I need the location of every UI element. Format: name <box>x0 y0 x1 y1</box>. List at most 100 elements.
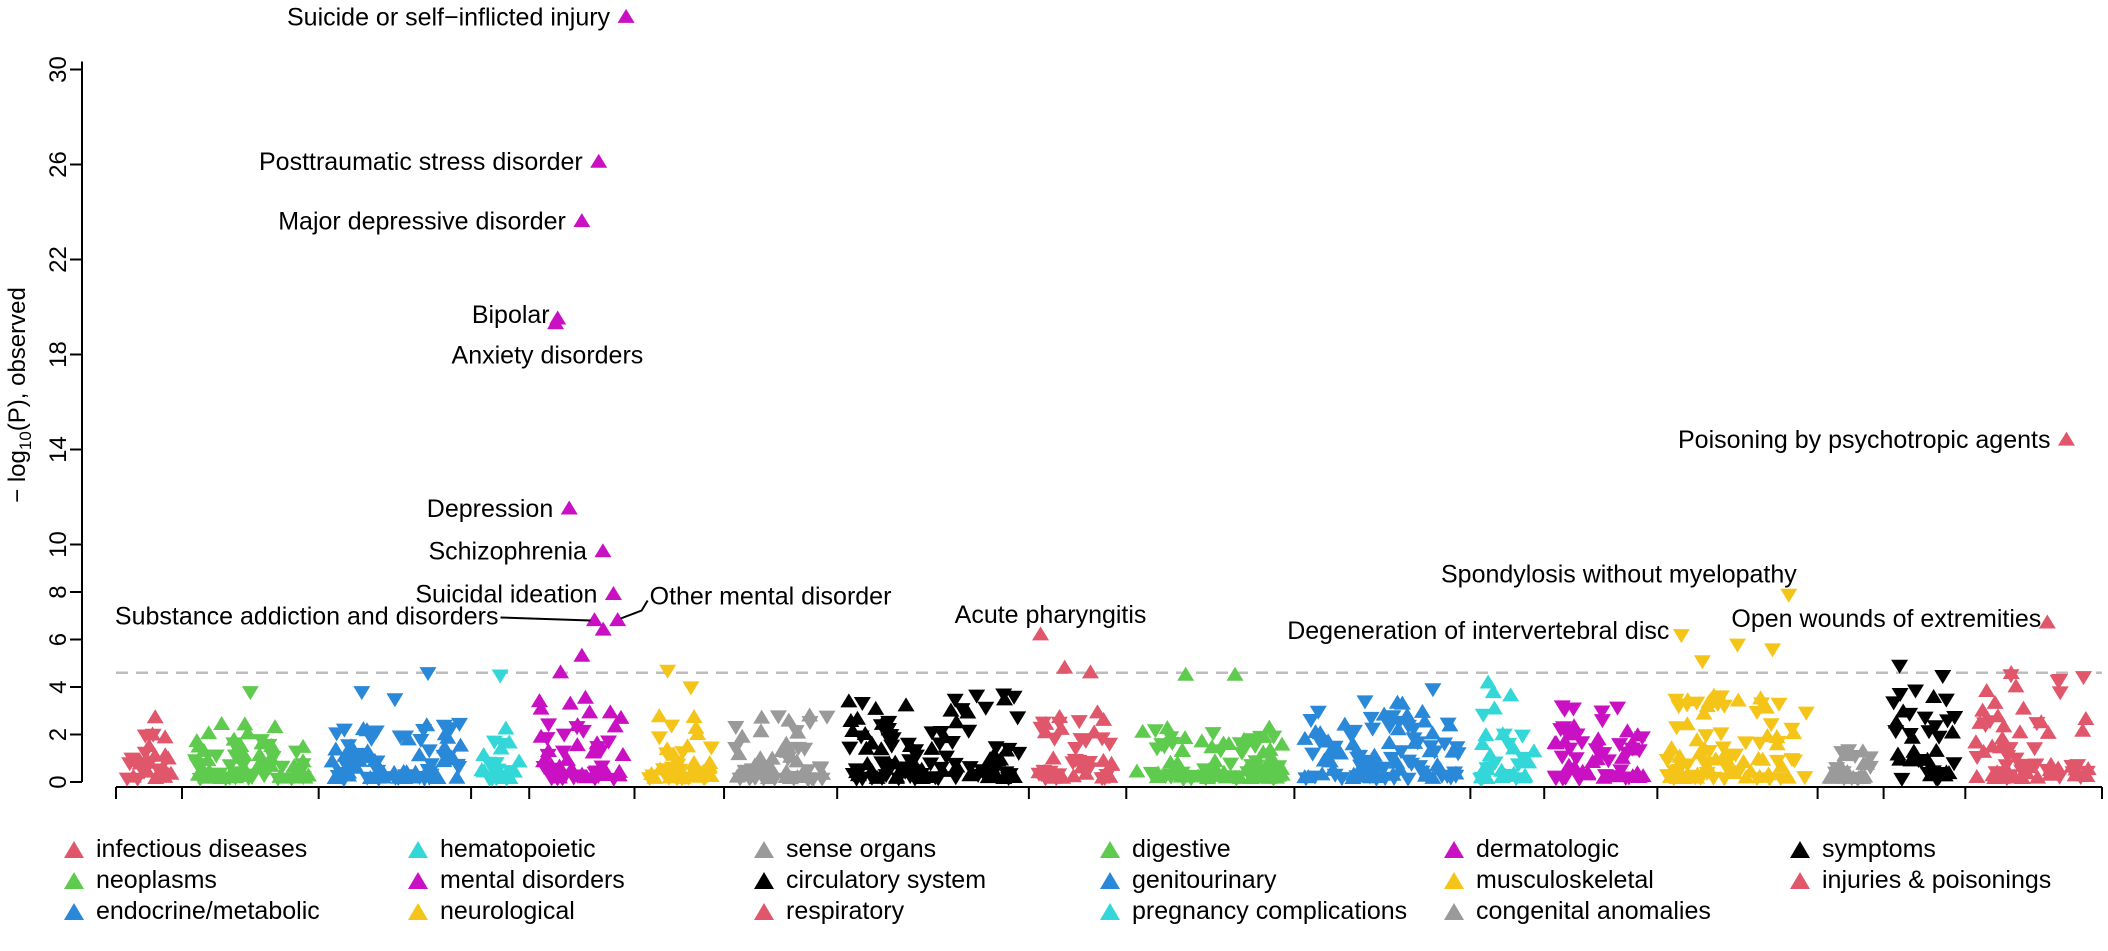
data-point <box>1319 733 1337 748</box>
data-point <box>1161 754 1179 769</box>
data-point <box>2077 710 2095 725</box>
data-point <box>1593 705 1611 720</box>
data-point <box>1189 768 1207 783</box>
data-point <box>146 709 164 724</box>
y-tick-label: 4 <box>45 680 72 693</box>
y-tick-label: 2 <box>45 728 72 741</box>
data-point <box>1833 746 1851 761</box>
data-point <box>1618 723 1636 738</box>
data-point <box>1044 750 1062 765</box>
data-point <box>552 664 570 679</box>
labeled-data-point <box>1672 629 1690 644</box>
point-label: Depression <box>427 495 553 523</box>
data-point <box>1748 705 1766 720</box>
data-point <box>2079 761 2097 776</box>
data-point <box>1070 715 1088 730</box>
data-point <box>1142 766 1160 781</box>
data-point <box>1509 758 1527 773</box>
data-point <box>922 757 940 772</box>
data-point <box>872 741 890 756</box>
data-point <box>663 719 681 734</box>
data-point <box>1449 747 1467 762</box>
data-point <box>1065 768 1083 783</box>
data-point <box>1693 655 1711 670</box>
data-point <box>581 704 599 719</box>
data-point <box>796 742 814 757</box>
data-point <box>420 744 438 759</box>
data-point <box>2014 700 2032 715</box>
labeled-data-point <box>590 153 608 168</box>
data-point <box>1634 768 1652 783</box>
data-point <box>730 767 748 782</box>
data-point <box>1742 763 1760 778</box>
data-point <box>2029 769 2047 784</box>
y-tick-label: 26 <box>45 151 72 178</box>
point-label: Open wounds of extremities <box>1731 605 2041 633</box>
legend-item: congenital anomalies <box>1444 897 1711 926</box>
data-point <box>1712 727 1730 742</box>
data-point <box>1986 694 2004 709</box>
label-leader-line <box>500 616 591 622</box>
data-point <box>1967 734 1985 749</box>
data-point <box>354 721 372 736</box>
legend-triangle-icon <box>1444 841 1464 858</box>
data-point <box>753 709 771 724</box>
data-point <box>294 753 312 768</box>
data-point <box>475 763 493 778</box>
data-point <box>1930 730 1948 745</box>
data-point <box>1937 693 1955 708</box>
data-point <box>1273 736 1291 751</box>
data-point <box>1304 747 1322 762</box>
data-point <box>419 667 437 682</box>
data-point <box>362 732 380 747</box>
label-leader-line <box>620 599 649 620</box>
data-point <box>1769 754 1787 769</box>
data-point <box>1056 659 1074 674</box>
data-point <box>589 741 607 756</box>
data-point <box>1764 643 1782 658</box>
data-point <box>188 758 206 773</box>
data-point <box>1037 715 1055 730</box>
data-point <box>538 732 556 747</box>
data-point <box>1995 718 2013 733</box>
data-point <box>997 766 1015 781</box>
data-point <box>329 769 347 784</box>
data-point <box>1096 772 1114 787</box>
data-point <box>558 751 576 766</box>
data-point <box>1321 744 1339 759</box>
data-point <box>200 725 218 740</box>
data-point <box>442 722 460 737</box>
data-point <box>273 760 291 775</box>
data-point <box>1486 756 1504 771</box>
data-point <box>1382 751 1400 766</box>
legend-item: pregnancy complications <box>1100 897 1407 926</box>
data-point <box>1854 743 1872 758</box>
data-point <box>1388 694 1406 709</box>
data-point <box>1945 757 1963 772</box>
data-point <box>1997 759 2015 774</box>
data-point <box>610 767 628 782</box>
data-point <box>1203 739 1221 754</box>
data-point <box>598 767 616 782</box>
data-point <box>1613 749 1631 764</box>
data-point <box>480 756 498 771</box>
y-tick-label: 0 <box>45 775 72 788</box>
data-point <box>266 719 284 734</box>
data-point <box>1779 769 1797 784</box>
data-point <box>1066 753 1084 768</box>
data-point <box>1688 696 1706 711</box>
legend-triangle-icon <box>1790 841 1810 858</box>
data-point <box>769 710 787 725</box>
data-point <box>561 695 579 710</box>
data-point <box>727 720 745 735</box>
data-point <box>1095 711 1113 726</box>
y-axis-label: − log10(P), observed <box>4 287 35 503</box>
data-point <box>1940 765 1958 780</box>
data-point <box>1695 705 1713 720</box>
data-point <box>327 741 345 756</box>
legend-item: injuries & poisonings <box>1790 866 2051 895</box>
data-point <box>199 752 217 767</box>
y-tick-label: 18 <box>45 341 72 368</box>
labeled-data-point <box>573 213 591 228</box>
legend-label: neurological <box>440 897 575 925</box>
